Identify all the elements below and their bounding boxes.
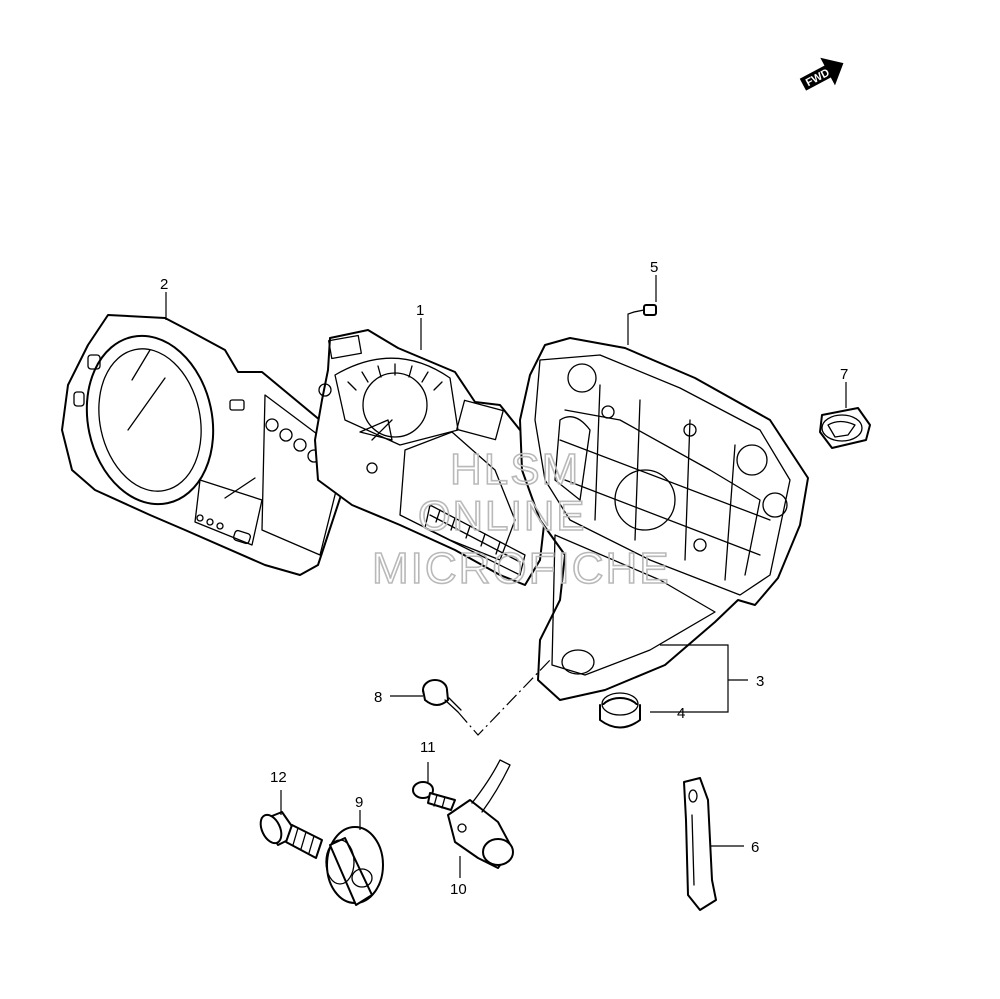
part-6-clamp	[683, 777, 717, 911]
callout-4: 4	[677, 705, 685, 722]
watermark-line-1: HLSM	[450, 445, 580, 494]
callout-7: 7	[840, 366, 848, 383]
fwd-arrow-badge: FWD	[799, 57, 844, 91]
callout-8: 8	[374, 689, 382, 706]
callout-numbers: 1 2 3 4 5 6 7 8 9 10 11 12	[160, 259, 848, 898]
fwd-arrow-icon	[799, 57, 844, 91]
callout-9: 9	[355, 794, 363, 811]
callout-12: 12	[270, 769, 287, 786]
callout-10: 10	[450, 881, 467, 898]
callout-3: 3	[756, 673, 764, 690]
callout-11: 11	[420, 739, 436, 756]
part-10-sensor	[447, 759, 514, 869]
watermark: HLSM ONLINE MICROFICHE	[371, 444, 671, 594]
watermark-line-2: ONLINE	[418, 492, 586, 539]
part-5-screw	[633, 304, 657, 316]
callout-2: 2	[160, 276, 168, 293]
fwd-label: FWD	[804, 67, 832, 89]
part-2-meter-case	[61, 314, 353, 576]
part-9-knob	[325, 826, 384, 906]
callout-5: 5	[650, 259, 658, 276]
watermark-line-3: MICROFICHE	[372, 544, 671, 593]
part-3-meter-bracket	[519, 337, 809, 701]
part-4-cushion	[599, 692, 641, 729]
leader-lines	[165, 275, 847, 878]
part-11-screw	[412, 781, 456, 811]
part-1-meter-assembly	[314, 329, 549, 586]
part-7-grommet	[819, 407, 871, 449]
callout-1: 1	[416, 302, 424, 319]
callout-6: 6	[751, 839, 759, 856]
part-12-bolt	[259, 811, 323, 859]
part-8-bolt	[422, 679, 462, 713]
